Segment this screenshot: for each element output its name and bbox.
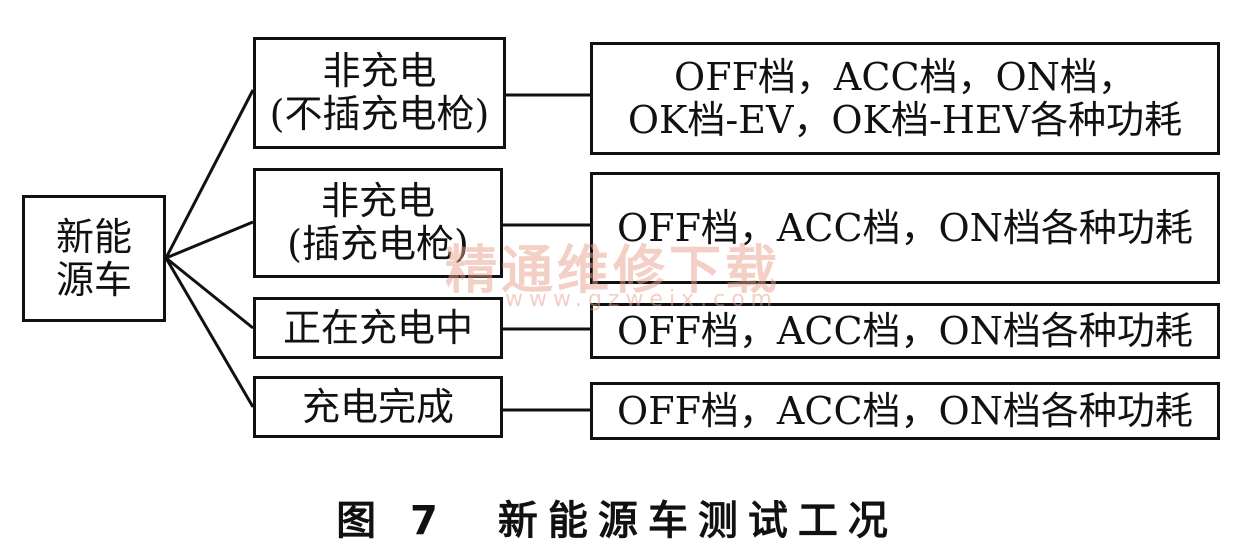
state-node-charged: 充电完成 (253, 376, 503, 438)
detail-label-line1: OFF档，ACC档，ON档， (674, 54, 1136, 99)
state-node-not-charging-unplugged: 非充电 (不插充电枪) (253, 37, 506, 149)
detail-node-2: OFF档，ACC档，ON档各种功耗 (590, 172, 1220, 284)
state-node-charging: 正在充电中 (253, 297, 503, 359)
figure-caption: 图 7 新能源车测试工况 (336, 498, 898, 544)
state-label-line1: 正在充电中 (282, 305, 473, 350)
connector-root-branch-3 (165, 256, 254, 330)
detail-label-line1: OFF档，ACC档，ON档各种功耗 (617, 388, 1193, 433)
root-label-line2: 源车 (55, 257, 132, 302)
connector-root-branch-1 (164, 89, 255, 259)
state-label-line1: 非充电 (320, 179, 435, 224)
state-label-line1: 非充电 (322, 49, 437, 94)
detail-label-line2: OK档-EV，OK档-HEV各种功耗 (627, 97, 1183, 142)
state-label-line1: 充电完成 (301, 384, 454, 429)
root-label-line1: 新能 (55, 214, 132, 259)
state-label-line2: (插充电枪) (287, 222, 469, 266)
state-label-line2: (不插充电枪) (269, 92, 490, 136)
detail-label-line1: OFF档，ACC档，ON档各种功耗 (617, 205, 1193, 250)
detail-node-4: OFF档，ACC档，ON档各种功耗 (590, 382, 1220, 440)
detail-node-1: OFF档，ACC档，ON档， OK档-EV，OK档-HEV各种功耗 (590, 42, 1220, 155)
connector-root-branch-2 (165, 220, 254, 260)
root-node: 新能 源车 (22, 195, 166, 322)
detail-node-3: OFF档，ACC档，ON档各种功耗 (590, 303, 1220, 359)
connector-root-branch-4 (164, 257, 255, 408)
state-node-not-charging-plugged: 非充电 (插充电枪) (253, 168, 503, 278)
detail-label-line1: OFF档，ACC档，ON档各种功耗 (617, 308, 1193, 353)
